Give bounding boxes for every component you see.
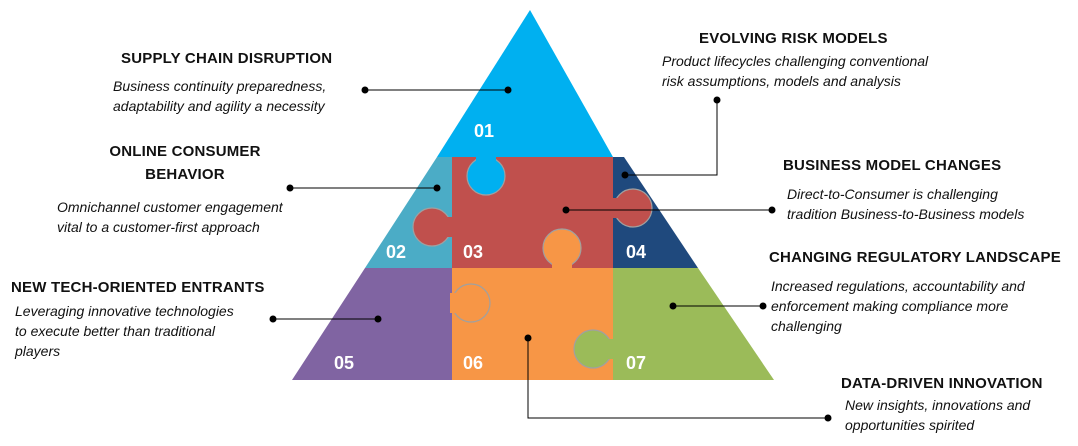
callout-title: DATA-DRIVEN INNOVATION	[841, 375, 1043, 392]
callout-supply-chain: SUPPLY CHAIN DISRUPTION	[121, 49, 332, 68]
segment-07	[613, 268, 774, 380]
dot	[759, 302, 767, 310]
connector-data-driven	[527, 338, 828, 419]
dot	[824, 414, 832, 422]
callout-regulatory: CHANGING REGULATORY LANDSCAPE	[769, 248, 1061, 267]
dot	[562, 206, 570, 214]
callout-data-driven: DATA-DRIVEN INNOVATION	[841, 374, 1043, 393]
callout-online-consumer: ONLINE CONSUMER BEHAVIOR	[60, 140, 310, 186]
callout-title: BUSINESS MODEL CHANGES	[783, 157, 1002, 174]
callout-evolving-risk: EVOLVING RISK MODELS	[699, 29, 888, 48]
callout-line: vital to a customer-first approach	[57, 219, 260, 235]
callout-supply-chain-desc: Business continuity preparedness, adapta…	[113, 76, 326, 116]
callout-data-driven-desc: New insights, innovations and opportunit…	[845, 395, 1030, 435]
segment-07-number: 07	[626, 353, 646, 373]
callout-regulatory-desc: Increased regulations, accountability an…	[771, 276, 1025, 336]
segment-03-number: 03	[463, 242, 483, 262]
callout-title: NEW TECH-ORIENTED ENTRANTS	[11, 279, 265, 296]
dot	[433, 184, 441, 192]
connector-evolving-risk	[625, 100, 718, 176]
dot	[768, 206, 776, 214]
callout-line: Direct-to-Consumer is challenging	[787, 186, 998, 202]
dot	[361, 86, 369, 94]
segment-01-number: 01	[474, 121, 494, 141]
dot	[621, 171, 629, 179]
segment-05	[292, 268, 452, 380]
callout-line: Business continuity preparedness,	[113, 78, 327, 94]
segment-01	[437, 10, 613, 157]
callout-line: Increased regulations, accountability an…	[771, 278, 1025, 294]
segment-04	[613, 157, 698, 268]
callout-title: EVOLVING RISK MODELS	[699, 30, 888, 47]
dot	[669, 302, 677, 310]
callout-line: players	[15, 343, 61, 359]
segment-05-number: 05	[334, 353, 354, 373]
callout-line: enforcement making compliance more	[771, 298, 1009, 314]
callout-new-tech: NEW TECH-ORIENTED ENTRANTS	[11, 278, 265, 297]
callout-line: risk assumptions, models and analysis	[662, 73, 901, 89]
callout-title: CHANGING REGULATORY LANDSCAPE	[769, 249, 1061, 266]
callout-title: SUPPLY CHAIN DISRUPTION	[121, 50, 333, 67]
dot	[374, 315, 382, 323]
callout-line: New insights, innovations and	[845, 397, 1031, 413]
callout-evolving-risk-desc: Product lifecycles challenging conventio…	[662, 51, 928, 91]
callout-line: challenging	[771, 318, 842, 334]
segment-02-number: 02	[386, 242, 406, 262]
callout-online-consumer-desc: Omnichannel customer engagement vital to…	[57, 197, 283, 237]
callout-line: tradition Business-to-Business models	[787, 206, 1025, 222]
callout-business-model-desc: Direct-to-Consumer is challenging tradit…	[787, 184, 1024, 224]
callout-title: ONLINE CONSUMER	[109, 143, 261, 160]
dot	[286, 184, 294, 192]
callout-new-tech-desc: Leveraging innovative technologies to ex…	[15, 301, 234, 361]
dot	[713, 96, 721, 104]
callout-line: adaptability and agility a necessity	[113, 98, 325, 114]
callout-business-model: BUSINESS MODEL CHANGES	[783, 156, 1001, 175]
callout-line: Product lifecycles challenging conventio…	[662, 53, 929, 69]
callout-line: Leveraging innovative technologies	[15, 303, 234, 319]
callout-title: BEHAVIOR	[145, 166, 225, 183]
segment-06-number: 06	[463, 353, 483, 373]
dot	[504, 86, 512, 94]
callout-line: to execute better than traditional	[15, 323, 216, 339]
callout-line: opportunities spirited	[845, 417, 975, 433]
dot	[269, 315, 277, 323]
segment-04-number: 04	[626, 242, 646, 262]
callout-line: Omnichannel customer engagement	[57, 199, 283, 215]
dot	[524, 334, 532, 342]
